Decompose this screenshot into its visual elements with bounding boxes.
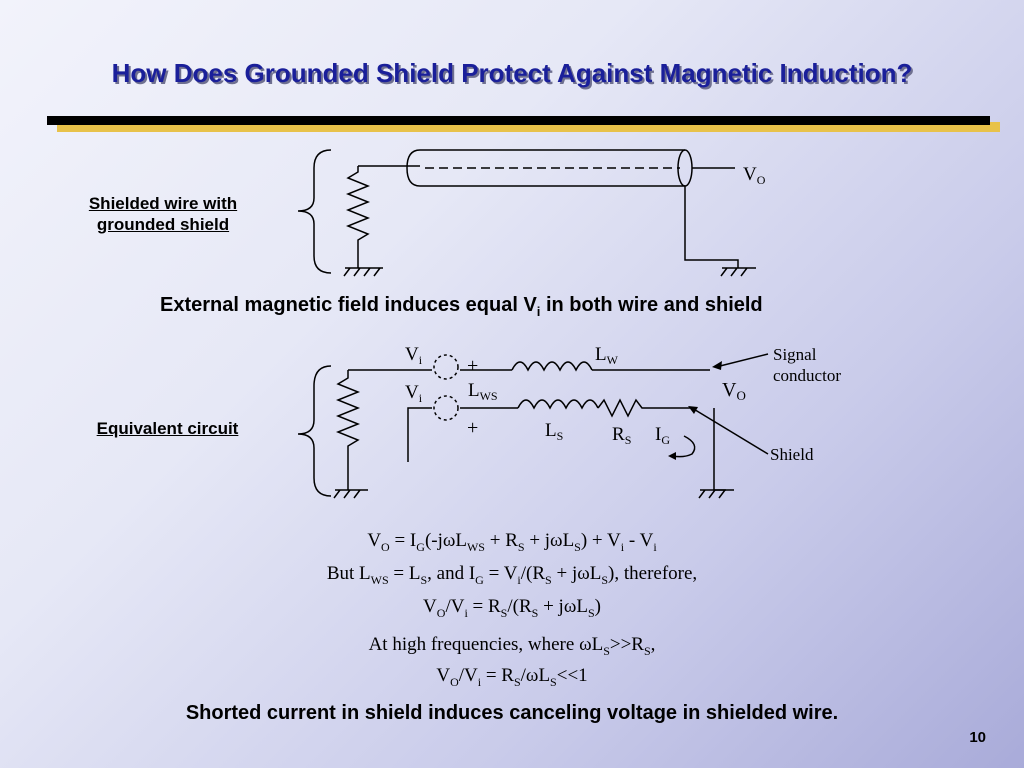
equation-text: + jωL (524, 530, 575, 551)
equation-subscript: O (436, 605, 446, 620)
equation-text: /(R (507, 596, 532, 617)
vi-source-top (433, 354, 459, 380)
equation-text: (-jωL (424, 530, 467, 551)
brace-equiv (297, 365, 332, 497)
equation-subscript: S (420, 572, 428, 587)
equation-text: /V (458, 665, 478, 686)
equation-subscript: S (643, 643, 651, 658)
equation-text: ), therefore, (608, 563, 698, 584)
equation-text: + R (484, 530, 518, 551)
ground-left-equiv (333, 489, 368, 499)
shielded-wire-label: Shielded wire with grounded shield (58, 193, 268, 235)
plus-bottom: + (467, 417, 478, 439)
equation-subscript: i (517, 572, 521, 587)
equation-subscript: O (450, 674, 459, 689)
lw-label: LW (595, 344, 619, 367)
lws-label: LWS (468, 380, 498, 403)
equation-text: ) + V (580, 530, 621, 551)
equation-text: , and I (427, 563, 476, 584)
ig-label: IG (655, 424, 670, 447)
vi-label-bottom: Vi (405, 382, 423, 405)
equation-text: But L (326, 563, 371, 584)
equation-text: ) (594, 596, 601, 617)
shielded-wire-diagram: VO (297, 149, 766, 277)
shielded-label-line2: grounded shield (96, 215, 230, 234)
equation-text: , (650, 634, 656, 655)
rs-label: RS (612, 424, 631, 447)
shorted-current-caption: Shorted current in shield induces cancel… (185, 702, 839, 724)
inductor-ls (517, 399, 599, 410)
brace-top (297, 149, 332, 274)
equation-subscript: S (545, 572, 552, 587)
equation-text: V (367, 530, 382, 551)
equation-subscript: S (603, 643, 610, 658)
equation-line4: At high frequencies, where ωLS>>RS, (0, 634, 1024, 659)
page-title: How Does Grounded Shield Protect Against… (111, 58, 913, 88)
equation-subscript: S (601, 572, 609, 587)
equation-text: /ωL (520, 665, 551, 686)
shield-cylinder (406, 149, 685, 187)
equation-text: /(R (520, 563, 546, 584)
ig-arrow (671, 435, 696, 458)
equation-subscript: S (574, 539, 581, 554)
equation-line5: VO/Vi = RS/ωLS<<1 (0, 665, 1024, 690)
inductor-lw (511, 361, 593, 372)
equation-line2: But LWS = LS, and IG = Vi/(RS + jωLS), t… (0, 563, 1024, 588)
equation-subscript: S (513, 674, 521, 689)
vi-source-bottom (433, 395, 459, 421)
equation-subscript: G (416, 539, 425, 554)
vi-label-top: Vi (405, 344, 423, 367)
equation-text: + jωL (551, 563, 602, 584)
equation-text: = L (388, 563, 421, 584)
equation-subscript: S (517, 539, 525, 554)
equation-line3: VO/Vi = RS/(RS + jωLS) (0, 596, 1024, 621)
equivalent-circuit-label: Equivalent circuit (96, 419, 239, 438)
equation-text: - V (624, 530, 654, 551)
equation-text: = R (481, 665, 514, 686)
equation-text: <<1 (556, 665, 588, 686)
ground-right-equiv (698, 489, 734, 499)
equation-text: = I (389, 530, 417, 551)
equation-subscript: O (381, 539, 390, 554)
equation-subscript: S (531, 605, 539, 620)
equation-subscript: WS (466, 539, 485, 554)
equation-subscript: G (475, 572, 484, 587)
equation-text: /V (445, 596, 465, 617)
signal-conductor-label-2: conductor (773, 366, 841, 385)
vo-equiv-label: VO (722, 379, 746, 403)
equation-subscript: i (620, 539, 625, 554)
equation-subscript: WS (370, 572, 389, 587)
equation-subscript: i (464, 605, 468, 620)
equation-text: + jωL (538, 596, 588, 617)
ground-right-top (720, 267, 756, 277)
title-rule (47, 116, 990, 125)
ground-left-top (343, 267, 383, 277)
plus-top: + (467, 355, 478, 377)
ls-label: LS (545, 420, 563, 443)
equation-text: = V (483, 563, 518, 584)
equation-subscript: i (653, 539, 657, 554)
equation-text: At high frequencies, where ωL (368, 634, 604, 655)
equation-text: >>R (609, 634, 644, 655)
resistor-rs (597, 398, 690, 418)
resistor-equiv (335, 370, 361, 490)
external-field-caption: External magnetic field induces equal Vi… (160, 294, 763, 319)
equivalent-circuit-diagram: Vi Vi + + LW LWS LS RS IG VO Signal cond… (297, 344, 841, 499)
equation-text: = R (467, 596, 501, 617)
equation-text: V (423, 596, 437, 617)
equation-text: V (436, 665, 451, 686)
resistor-top (345, 166, 371, 268)
equation-subscript: i (477, 674, 482, 689)
title-rule-shadow (57, 122, 1000, 132)
equation-subscript: S (550, 674, 557, 689)
equation-subscript: S (587, 605, 595, 620)
equation-subscript: S (500, 605, 508, 620)
shield-end (677, 149, 693, 187)
shield-label: Shield (770, 445, 814, 464)
vo-top-label: VO (743, 164, 766, 187)
signal-conductor-label-1: Signal (773, 345, 817, 364)
shielded-label-line1: Shielded wire with (88, 194, 238, 213)
page-number: 10 (969, 729, 986, 746)
equation-line1: VO = IG(-jωLWS + RS + jωLS) + Vi - Vi (0, 530, 1024, 555)
